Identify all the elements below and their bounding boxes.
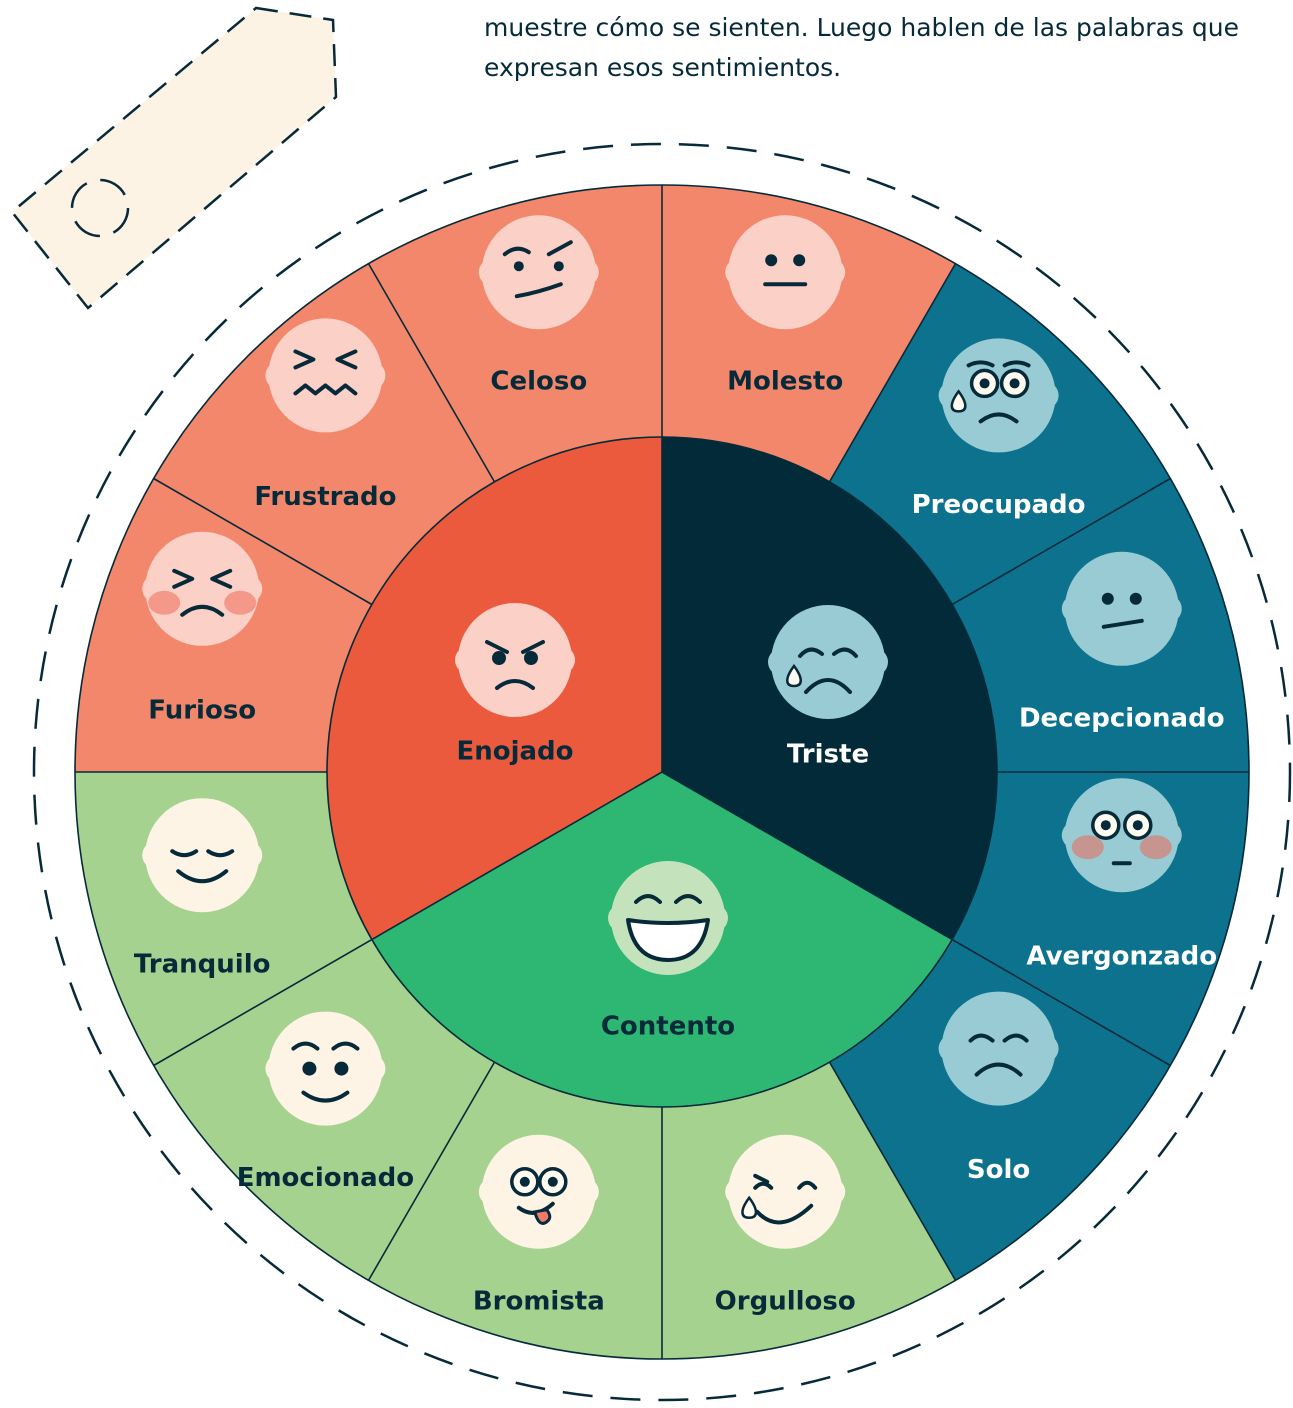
laughing-face-icon <box>608 861 728 975</box>
outer-label: Molesto <box>727 367 843 397</box>
outer-label: Preocupado <box>912 490 1086 520</box>
divider-line <box>367 263 496 483</box>
outer-label: Solo <box>967 1155 1030 1185</box>
core-label-happy: Contento <box>601 1012 735 1042</box>
divider-line <box>951 477 1171 606</box>
outer-label: Tranquilo <box>134 950 271 980</box>
instructions-text: muestre cómo se sienten. Luego hablen de… <box>484 8 1293 88</box>
labels: MolestoPreocupadoDecepcionadoAvergonzado… <box>134 367 1225 1317</box>
outer-ring-border <box>74 184 1250 1360</box>
outer-label: Avergonzado <box>1026 942 1217 972</box>
divider-line <box>153 477 373 606</box>
divider-lines <box>74 184 1250 1360</box>
outer-label: Frustrado <box>254 482 396 512</box>
outer-label: Furioso <box>148 695 256 725</box>
worried-face-icon <box>938 338 1059 453</box>
outer-label: Celoso <box>490 367 587 397</box>
divider-line <box>367 1061 496 1281</box>
outer-label: Decepcionado <box>1019 703 1225 733</box>
faces <box>142 215 1182 1249</box>
tag-hole-icon <box>70 178 130 238</box>
proud-face-icon <box>725 1134 846 1249</box>
divider-line <box>828 263 957 483</box>
jealous-face-icon <box>478 215 599 330</box>
frustrated-face-icon <box>265 318 386 433</box>
inner-ring-border <box>326 436 998 1108</box>
angry-face-icon <box>455 603 575 717</box>
outer-label: Bromista <box>473 1286 605 1316</box>
core-label-sad: Triste <box>787 740 869 770</box>
sad-face-icon <box>768 605 888 719</box>
disappointed-face-icon <box>1061 551 1182 666</box>
furious-face-icon <box>142 531 263 646</box>
cut-line <box>32 142 1292 1402</box>
divider-line <box>661 771 1171 1067</box>
outer-label: Emocionado <box>237 1163 414 1193</box>
neutral-face-icon <box>725 215 846 330</box>
divider-line <box>153 771 663 1067</box>
tag-cutout <box>10 6 338 310</box>
excited-face-icon <box>265 1011 386 1126</box>
outer-label: Orgulloso <box>715 1286 856 1316</box>
silly-face-icon <box>478 1134 599 1249</box>
instructions-line-2: expresan esos sentimientos. <box>484 53 842 82</box>
instructions-line-1: muestre cómo se sienten. Luego hablen de… <box>484 13 1239 42</box>
core-label-angry: Enojado <box>456 737 573 767</box>
divider-line <box>828 1061 957 1281</box>
embarrassed-face-icon <box>1061 778 1182 893</box>
lonely-face-icon <box>938 991 1059 1106</box>
calm-face-icon <box>142 798 263 913</box>
